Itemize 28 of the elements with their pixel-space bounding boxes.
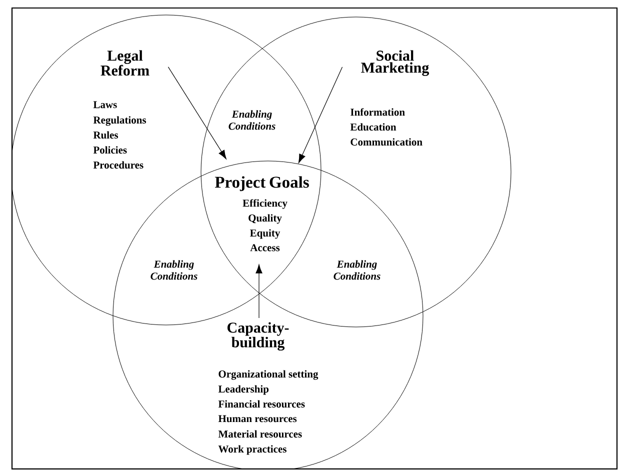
list-item: Financial resources <box>218 400 305 408</box>
list-item: Policies <box>93 146 127 154</box>
list-item: Human resources <box>218 415 297 422</box>
list-item: Communication <box>350 138 422 146</box>
list-item: Access <box>250 244 280 252</box>
list-item: Equity <box>250 229 280 239</box>
list-item: Leadership <box>218 385 269 395</box>
heading: Social Marketing <box>361 50 430 76</box>
list-item: Work practices <box>218 445 286 455</box>
list-item: Procedures <box>93 161 144 169</box>
heading: Project Goals <box>214 176 309 192</box>
list-item: Efficiency <box>242 199 288 209</box>
region-label: Enabling Conditions <box>228 110 276 130</box>
list-item: Quality <box>248 214 282 224</box>
list-item: Information <box>350 108 405 116</box>
region-label: Enabling Conditions <box>150 260 198 280</box>
list-item: Rules <box>93 131 118 139</box>
heading: Capacity-building <box>228 322 289 351</box>
heading: Legal Reform <box>100 50 150 76</box>
list-item: Material resources <box>218 430 302 438</box>
region-label: Enabling Conditions <box>334 260 380 280</box>
list-item: Organizational setting <box>218 370 318 380</box>
list-item: Laws <box>93 101 117 108</box>
arrow <box>168 66 226 160</box>
arrow <box>256 264 262 318</box>
list-item: Regulations <box>93 116 146 126</box>
arrow <box>298 66 343 164</box>
list-item: Education <box>350 123 396 131</box>
